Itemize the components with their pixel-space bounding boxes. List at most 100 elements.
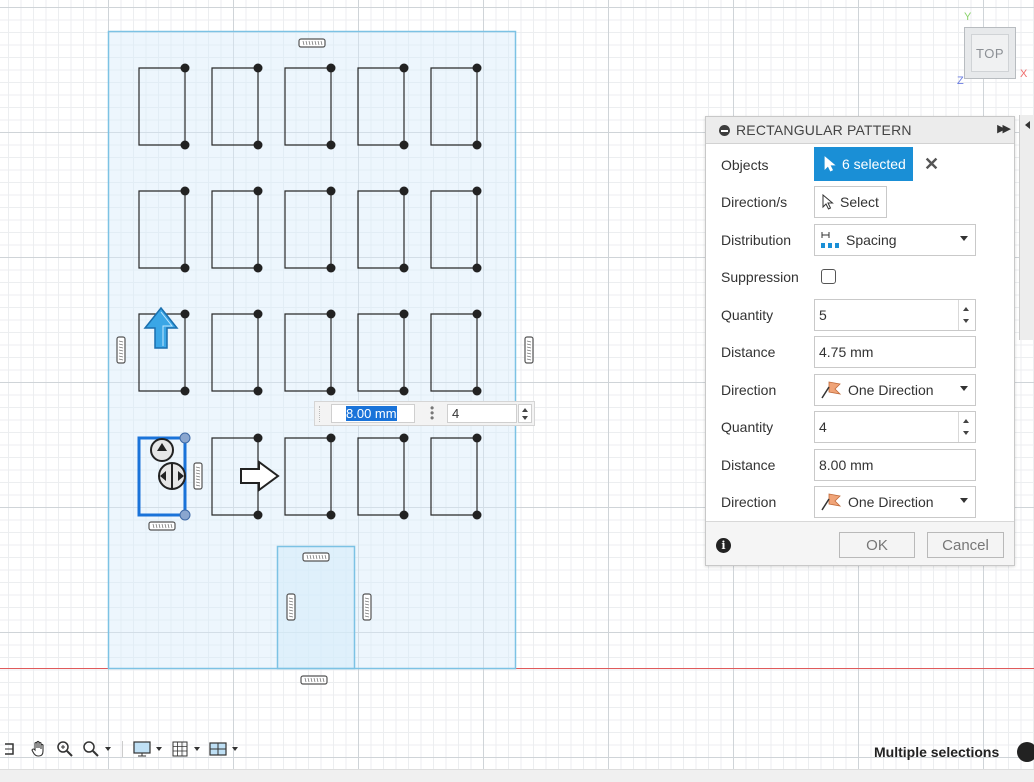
sketch-point[interactable] [180,140,190,150]
expand-icon[interactable]: ▶▶ [997,123,1011,135]
sketch-point[interactable] [326,140,336,150]
status-icon[interactable] [1017,742,1034,762]
sketch-point[interactable] [399,510,409,520]
direction-arrow-up-handle[interactable] [143,306,179,349]
sketch-point[interactable] [399,386,409,396]
suppression-label: Suppression [721,269,799,285]
chevron-down-icon[interactable] [105,747,111,751]
vertical-constraint-icon [116,336,126,364]
sketch-point[interactable] [180,309,190,319]
sketch-point[interactable] [253,510,263,520]
zoom-window-icon[interactable] [78,737,104,761]
orbit-icon[interactable] [0,737,26,761]
direction2-dropdown[interactable]: One Direction [814,486,976,518]
more-options-icon[interactable]: ••• [430,401,435,425]
sketch-point[interactable] [472,433,482,443]
inline-pattern-input: 8.00 mm ••• 4 [314,401,535,426]
view-cube-top-face[interactable]: TOP [971,34,1009,72]
quantity1-stepper[interactable] [958,300,975,330]
sketch-point[interactable] [399,433,409,443]
display-icon[interactable] [129,737,155,761]
sketch-point[interactable] [326,263,336,273]
vertical-constraint-icon [362,593,372,621]
quantity1-input[interactable]: 5 [814,299,976,331]
sketch-point[interactable] [399,309,409,319]
clear-selection-icon[interactable]: ✕ [924,154,940,174]
distance2-input[interactable]: 8.00 mm [814,449,976,481]
sketch-point[interactable] [326,63,336,73]
sketch-point[interactable] [326,309,336,319]
selected-point[interactable] [179,509,191,521]
vertical-constraint-icon [524,336,534,364]
dialog-header: RECTANGULAR PATTERN ▶▶ [706,117,1014,144]
inline-quantity-field[interactable]: 4 [447,404,517,423]
distribution-dropdown[interactable]: Spacing [814,224,976,256]
sketch-point[interactable] [399,63,409,73]
sketch-point[interactable] [253,63,263,73]
sketch-point[interactable] [399,186,409,196]
direction2-value: One Direction [848,494,934,510]
sketch-point[interactable] [180,63,190,73]
info-icon[interactable]: i [716,538,731,553]
objects-selection-button[interactable]: 6 selected [814,147,913,181]
sketch-point[interactable] [326,433,336,443]
suppression-checkbox[interactable] [821,269,836,284]
distance1-input[interactable]: 4.75 mm [814,336,976,368]
sketch-point[interactable] [180,186,190,196]
move-gizmo-icon[interactable] [150,438,186,490]
chevron-down-icon[interactable] [194,747,200,751]
vertical-constraint-icon [286,593,296,621]
ok-button[interactable]: OK [839,532,915,558]
dialog-body: Objects 6 selected ✕ Direction/s Select … [706,144,1014,522]
sketch-point[interactable] [253,140,263,150]
bottom-strip [0,769,1034,782]
sketch-point[interactable] [180,263,190,273]
cancel-button[interactable]: Cancel [927,532,1004,558]
sketch-point[interactable] [472,386,482,396]
collapse-icon[interactable] [719,125,730,136]
chevron-down-icon[interactable] [232,747,238,751]
sketch-point[interactable] [180,386,190,396]
chevron-down-icon[interactable] [156,747,162,751]
distance2-label: Distance [721,457,776,473]
sketch-point[interactable] [253,433,263,443]
sketch-point[interactable] [472,63,482,73]
drag-grip[interactable] [319,406,323,422]
y-axis-label: Y [964,11,972,23]
quantity2-stepper[interactable] [958,412,975,442]
sketch-point[interactable] [472,309,482,319]
sketch-point[interactable] [253,186,263,196]
distribution-value: Spacing [846,232,897,248]
sketch-point[interactable] [253,386,263,396]
sketch-point[interactable] [472,263,482,273]
sketch-point[interactable] [253,309,263,319]
one-direction-icon [821,493,842,511]
view-cube[interactable]: TOP [964,27,1016,79]
sketch-point[interactable] [326,186,336,196]
direction-arrow-right-handle[interactable] [240,460,280,492]
direction1-dropdown[interactable]: One Direction [814,374,976,406]
sketch-point[interactable] [472,510,482,520]
inline-distance-field[interactable]: 8.00 mm [331,404,415,423]
zoom-icon[interactable] [52,737,78,761]
grid-icon[interactable] [167,737,193,761]
side-panel-tab[interactable] [1019,115,1034,340]
selected-point[interactable] [179,432,191,444]
pan-hand-icon[interactable] [26,737,52,761]
sketch-point[interactable] [399,140,409,150]
sketch-point[interactable] [326,510,336,520]
sketch-point[interactable] [253,263,263,273]
sketch-point[interactable] [472,140,482,150]
viewports-icon[interactable] [205,737,231,761]
inline-quantity-stepper[interactable] [518,404,532,423]
sketch-point[interactable] [399,263,409,273]
sketch-point[interactable] [472,186,482,196]
directions-select-button[interactable]: Select [814,186,887,218]
quantity2-input[interactable]: 4 [814,411,976,443]
dialog-title: RECTANGULAR PATTERN [736,122,912,138]
sketch-point[interactable] [326,386,336,396]
window-pattern-group[interactable] [138,63,482,520]
chevron-left-icon [1025,121,1030,129]
direction1-value: One Direction [848,382,934,398]
